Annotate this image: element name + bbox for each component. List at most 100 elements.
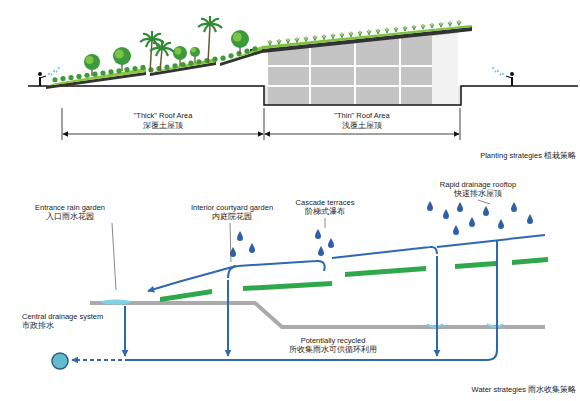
- spray-drop: [502, 73, 504, 75]
- shrub: [108, 69, 113, 74]
- shrub: [100, 70, 105, 75]
- drainage-node: Central drainage system市政排水: [22, 312, 103, 371]
- downpipe: [124, 306, 126, 356]
- grass-tuft: [421, 24, 425, 29]
- spray-drop: [56, 71, 58, 73]
- shrub: [252, 46, 257, 51]
- dimension-line: [265, 134, 459, 135]
- shrub: [164, 65, 169, 70]
- grass-tuft: [448, 21, 452, 26]
- rain-drop: [443, 209, 449, 219]
- roof-flow: [332, 247, 437, 258]
- water-collector: [427, 324, 443, 327]
- thick-roof-soil: [220, 46, 262, 63]
- shrub: [116, 68, 121, 73]
- shrub: [228, 53, 233, 58]
- grass-tuft: [412, 25, 416, 30]
- grass-tuft: [295, 37, 299, 42]
- rain-drop: [511, 202, 517, 212]
- shrub: [236, 51, 241, 56]
- window-transom: [268, 65, 432, 67]
- grass-tuft: [277, 39, 281, 44]
- shrub: [172, 63, 177, 68]
- flow-label: Potentially recycled: [301, 336, 366, 345]
- section-caption: Water strategies 雨水收集策略: [472, 385, 576, 394]
- palm-frond: [204, 25, 210, 32]
- spray-drop: [48, 73, 50, 75]
- drainage-circle: [50, 351, 70, 371]
- node-label: Central drainage system: [22, 312, 103, 321]
- shrub: [84, 73, 89, 78]
- roof-area-label: "Thin" Roof Area: [334, 111, 389, 120]
- drainage-arrow: [72, 359, 122, 361]
- person-arm: [40, 76, 46, 78]
- shrub: [68, 75, 73, 80]
- spray-drop: [53, 70, 55, 72]
- shrub: [76, 74, 81, 79]
- shrub: [220, 56, 225, 61]
- shrub: [244, 49, 249, 54]
- rain-drop: [427, 201, 433, 211]
- roof-area-label: 浅覆土屋顶: [342, 121, 382, 130]
- spray-drop: [500, 74, 502, 76]
- palm-trunk: [150, 40, 152, 72]
- rain-drop: [483, 206, 489, 216]
- feature-label: 快速排水屋顶: [454, 189, 502, 198]
- grass-tuft: [439, 22, 443, 27]
- grass-tuft: [268, 40, 272, 45]
- node-label: 市政排水: [22, 321, 103, 330]
- feature-label: 内庭院花园: [212, 212, 252, 221]
- tree-highlight: [233, 33, 242, 42]
- shrub: [212, 57, 217, 62]
- dimension-tick: [460, 108, 461, 140]
- cascade-flow: [228, 261, 325, 278]
- water-collector: [487, 324, 503, 327]
- rain-drop: [315, 229, 321, 239]
- shrub: [180, 62, 185, 67]
- window-mullion: [354, 42, 356, 104]
- thin-roof-grass: [262, 25, 472, 49]
- tree-highlight: [174, 48, 181, 55]
- spray-drop: [492, 67, 494, 69]
- tree-crown: [173, 46, 187, 60]
- shrub: [132, 66, 137, 71]
- feature-label: Interior courtyard garden: [191, 203, 273, 212]
- green-slab: [512, 257, 548, 265]
- grass-tuft: [385, 28, 389, 33]
- rain-drop: [237, 231, 243, 241]
- rain-drop: [249, 243, 255, 253]
- grass-tuft: [457, 20, 461, 25]
- grass-tuft: [349, 32, 353, 37]
- leader-line: [325, 218, 326, 228]
- grass-tuft: [340, 33, 344, 38]
- rain-drop: [527, 214, 533, 224]
- tree-highlight: [191, 48, 196, 53]
- collection-pipe: [125, 240, 497, 360]
- grass-tuft: [367, 30, 371, 35]
- thick-roof-soil: [46, 68, 146, 86]
- rapid-roof-flow: [437, 235, 545, 247]
- green-slab: [455, 261, 496, 269]
- shrub: [124, 67, 129, 72]
- runoff-arrow: [148, 266, 236, 291]
- grass-tuft: [286, 38, 290, 43]
- roof-area-label: "Thick" Roof Area: [134, 111, 193, 120]
- tree-crown: [190, 47, 200, 57]
- leader-line: [478, 200, 490, 204]
- leader-line: [230, 223, 231, 262]
- dimension-tick: [62, 108, 63, 140]
- rain-drop: [457, 202, 463, 212]
- feature-label: 入口雨水花园: [46, 212, 94, 221]
- feature-label: 阶梯式瀑布: [305, 207, 345, 216]
- shrub: [60, 76, 65, 81]
- palm-frond: [162, 49, 168, 56]
- thick-roof-slab: [46, 72, 146, 89]
- rain-drop: [318, 246, 324, 256]
- section-caption: Planting strategies 植栽策略: [480, 151, 576, 160]
- shrub: [52, 77, 57, 82]
- thin-roof-slab: [250, 27, 472, 53]
- shrub: [92, 72, 97, 77]
- tree-crown: [84, 54, 100, 70]
- palm-frond: [210, 25, 216, 32]
